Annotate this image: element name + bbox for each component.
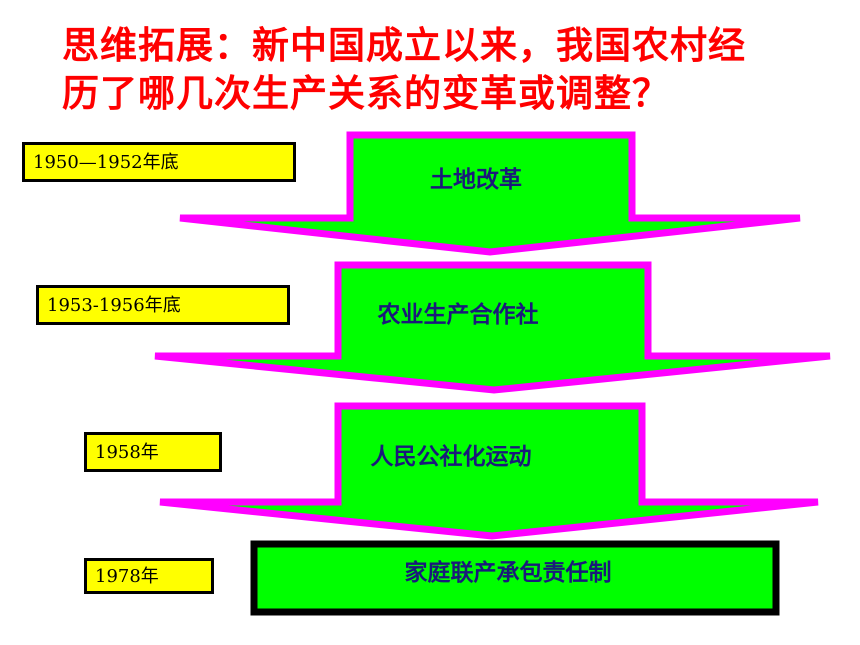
- stage-arrow-1: 土地改革: [179, 131, 801, 256]
- stage-label-3: 人民公社化运动: [371, 443, 532, 470]
- period-label-4: 1978年: [84, 558, 214, 594]
- title-line-2: 历了哪几次生产关系的变革或调整？: [62, 72, 670, 115]
- stage-arrow-3: 人民公社化运动: [159, 402, 819, 540]
- stage-label-4: 家庭联产承包责任制: [405, 559, 612, 586]
- stage-label-2: 农业生产合作社: [377, 301, 539, 328]
- page-title: 思维拓展：新中国成立以来，我国农村经 历了哪几次生产关系的变革或调整？: [62, 22, 852, 118]
- stage-label-1: 土地改革: [430, 167, 522, 193]
- stage-arrow-shape-2: [154, 261, 831, 394]
- period-label-1: 1950—1952年底: [22, 142, 296, 182]
- stage-final-rect: [250, 540, 780, 616]
- period-label-2: 1953-1956年底: [36, 285, 290, 325]
- stage-arrow-shape-3: [159, 402, 819, 540]
- period-label-3: 1958年: [84, 432, 222, 472]
- stage-arrow-shape-1: [179, 131, 801, 256]
- stage-arrow-2: 农业生产合作社: [154, 261, 831, 394]
- stage-final-box: 家庭联产承包责任制: [250, 540, 780, 616]
- title-line-1: 思维拓展：新中国成立以来，我国农村经: [62, 24, 746, 67]
